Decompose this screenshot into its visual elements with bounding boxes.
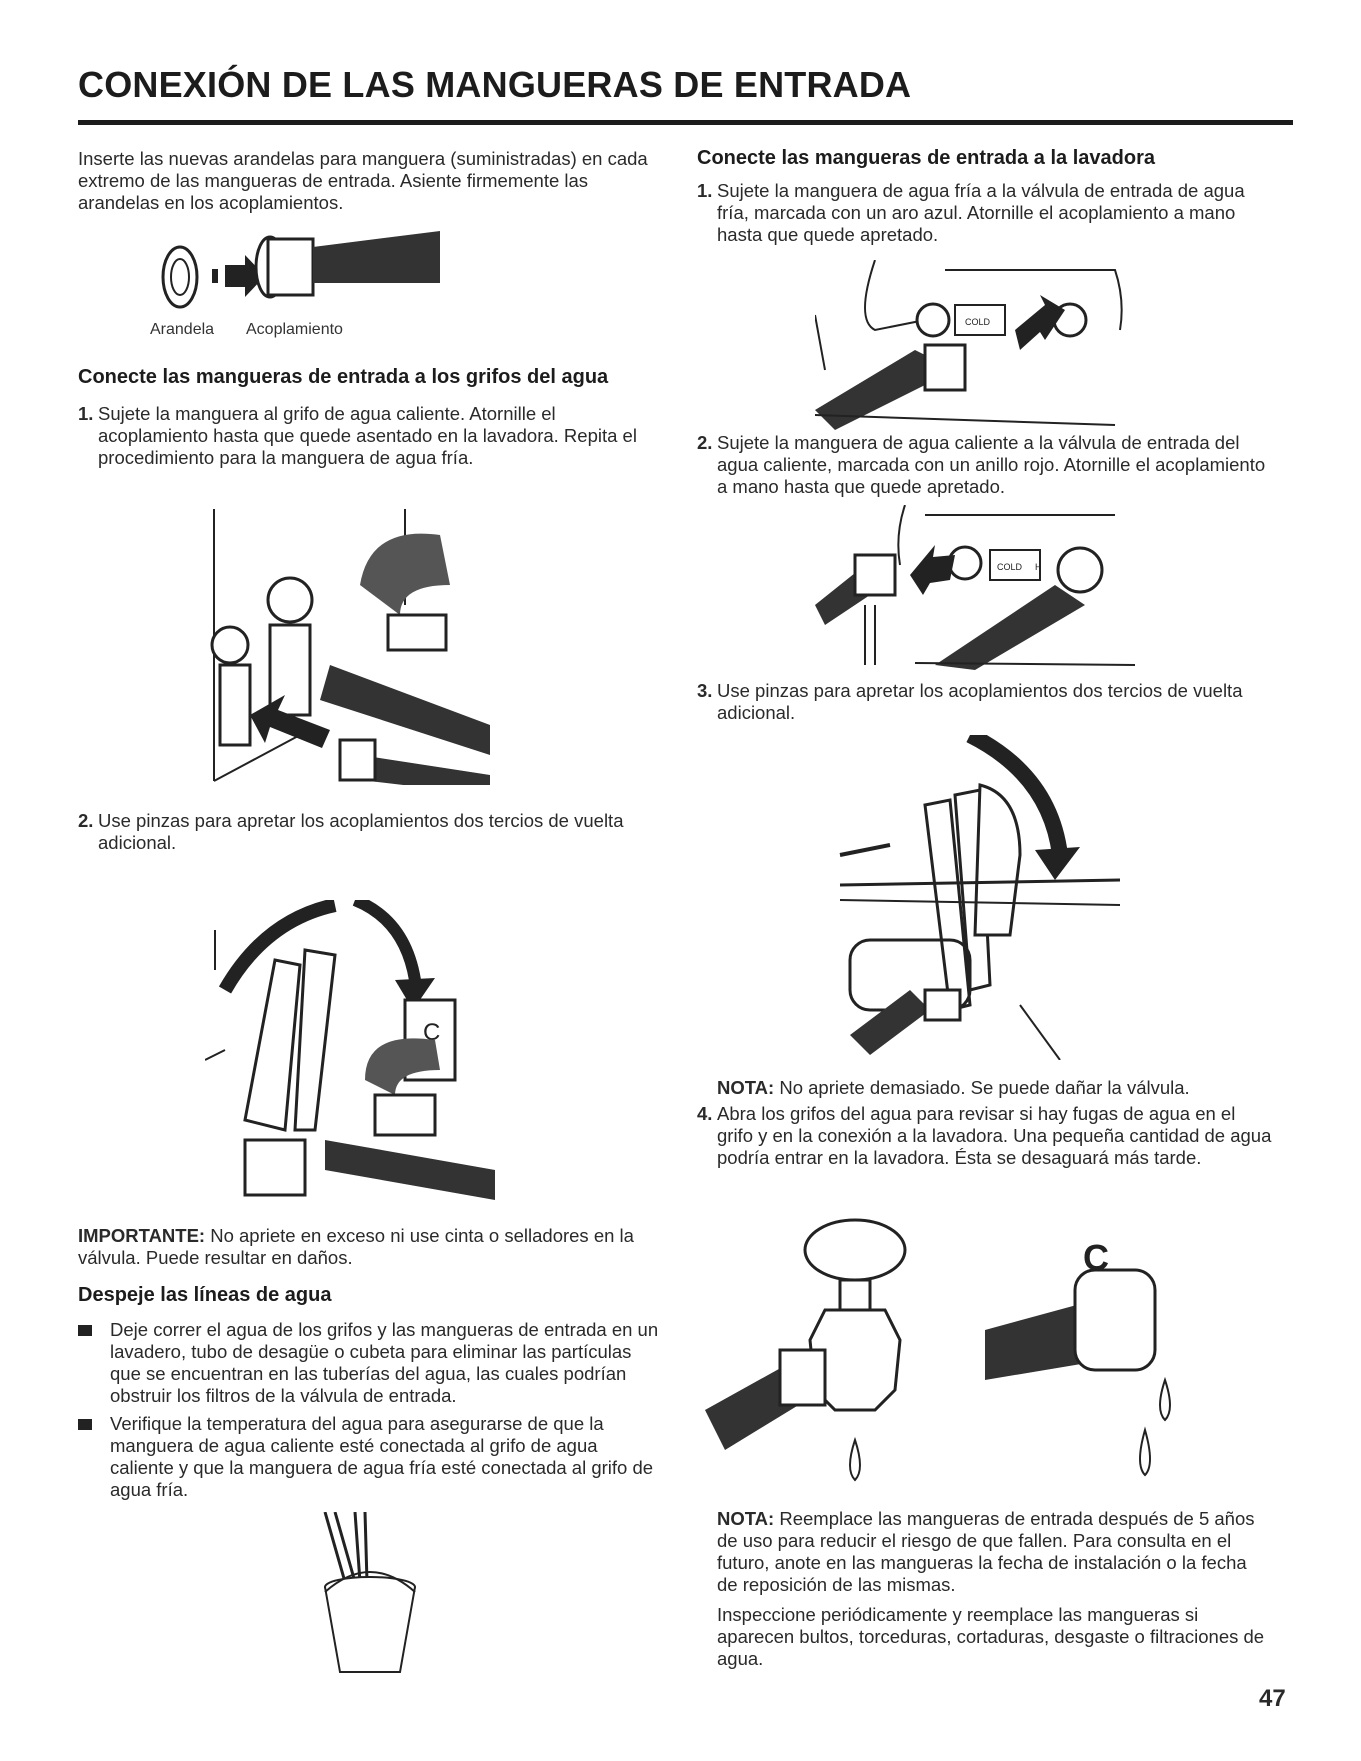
intro-text: Inserte las nuevas arandelas para mangue… [78, 148, 663, 214]
pliers-valve-illustration [839, 735, 1120, 1060]
bullet-square-icon [78, 1419, 92, 1430]
valve-label-cold: COLD [965, 317, 991, 327]
coupling-icon [266, 237, 315, 297]
clear-lines-heading: Despeje las líneas de agua [78, 1284, 332, 1306]
arrow-left-icon [250, 695, 330, 748]
page-number: 47 [1259, 1685, 1286, 1712]
note-replace-hoses: NOTA: Reemplace las mangueras de entrada… [717, 1508, 1255, 1595]
inspect-hoses-text: Inspeccione periódicamente y reemplace l… [717, 1604, 1265, 1669]
coupling-label: Acoplamiento [246, 321, 343, 338]
arrow-right-icon [1015, 295, 1065, 350]
washer-coupling-illustration: Arandela Acoplamiento [150, 231, 440, 338]
washer-step-1: 1. Sujete la manguera de agua fría a la … [697, 180, 1245, 245]
valve-label-cold: COLD [997, 562, 1023, 572]
washer-label: Arandela [150, 321, 214, 338]
faucet-handle-icon [803, 1218, 907, 1282]
clear-bullet-2: Verifique la temperatura del agua para a… [78, 1413, 663, 1501]
washer-heading: Conecte las mangueras de entrada a la la… [697, 147, 1155, 169]
cold-valve-icon [915, 302, 951, 338]
title-rule [78, 120, 1293, 125]
faucets-step-2: 2. Use pinzas para apretar los acoplamie… [78, 810, 624, 853]
curved-arrow-icon [218, 900, 337, 994]
pliers-faucet-illustration: C [205, 900, 495, 1200]
bucket-icon [324, 1586, 416, 1673]
arrow-right-icon [910, 545, 955, 595]
pliers-icon [293, 948, 337, 1132]
page-title: CONEXIÓN DE LAS MANGUERAS DE ENTRADA [78, 64, 912, 105]
valve-label-hot: H [1035, 562, 1042, 572]
bucket-illustration [323, 1512, 416, 1673]
faucet-handle-icon [266, 576, 314, 624]
faucet-hose-illustration [210, 509, 490, 785]
hot-valve-icon [947, 545, 983, 581]
cold-valve-illustration: COLD [815, 260, 1123, 430]
faucets-step-1: 1. Sujete la manguera al grifo de agua c… [78, 403, 637, 468]
faucets-heading: Conecte las mangueras de entrada a los g… [78, 366, 609, 388]
leak-check-illustration: C [705, 1218, 1171, 1482]
important-note: IMPORTANTE: No apriete en exceso ni use … [78, 1225, 634, 1268]
hot-valve-illustration: COLD H [815, 505, 1136, 670]
curved-arrow-icon [966, 735, 1068, 857]
washer-step-2: 2. Sujete la manguera de agua caliente a… [697, 432, 1266, 497]
washer-icon [161, 245, 199, 309]
washer-step-4: 4. Abra los grifos del agua para revisar… [697, 1103, 1272, 1168]
pliers-icon [923, 798, 972, 1012]
bullet-square-icon [78, 1325, 92, 1336]
washer-step-3: 3. Use pinzas para apretar los acoplamie… [697, 680, 1243, 723]
clear-bullet-1: Deje correr el agua de los grifos y las … [78, 1319, 663, 1407]
water-drop-icon [1159, 1376, 1171, 1422]
intro-paragraph: Inserte las nuevas arandelas para mangue… [78, 148, 648, 213]
water-drop-icon [849, 1436, 861, 1482]
note-do-not-overtighten: NOTA: No apriete demasiado. Se puede dañ… [717, 1077, 1190, 1098]
